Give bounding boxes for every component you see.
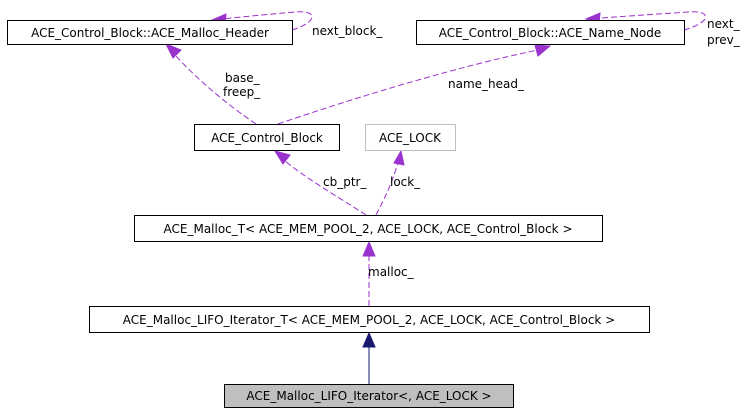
node-control-block[interactable]: ACE_Control_Block: [194, 124, 340, 151]
node-lifo-iterator: ACE_Malloc_LIFO_Iterator<, ACE_LOCK >: [224, 384, 514, 408]
edge-lock: [375, 149, 405, 216]
node-lifo-iterator-t-label: ACE_Malloc_LIFO_Iterator_T< ACE_MEM_POOL…: [123, 313, 615, 327]
node-malloc-t[interactable]: ACE_Malloc_T< ACE_MEM_POOL_2, ACE_LOCK, …: [134, 215, 603, 242]
node-malloc-header-label: ACE_Control_Block::ACE_Malloc_Header: [31, 26, 269, 40]
node-malloc-t-label: ACE_Malloc_T< ACE_MEM_POOL_2, ACE_LOCK, …: [164, 222, 573, 236]
node-ace-lock: ACE_LOCK: [365, 124, 456, 151]
label-malloc: malloc_: [368, 265, 415, 279]
label-prev: prev_: [707, 33, 741, 47]
label-base: base_: [225, 71, 261, 85]
node-control-block-label: ACE_Control_Block: [211, 131, 323, 145]
label-name-head: name_head_: [448, 77, 525, 91]
node-name-node[interactable]: ACE_Control_Block::ACE_Name_Node: [416, 20, 685, 45]
node-malloc-header[interactable]: ACE_Control_Block::ACE_Malloc_Header: [7, 20, 293, 45]
node-ace-lock-label: ACE_LOCK: [379, 131, 442, 145]
edge-inheritance: [362, 331, 376, 384]
node-name-node-label: ACE_Control_Block::ACE_Name_Node: [439, 26, 662, 40]
label-freep: freep_: [223, 85, 261, 99]
edge-base-freep: [164, 43, 257, 125]
edge-malloc: [362, 240, 376, 306]
label-next-block: next_block_: [312, 24, 383, 38]
label-cb-ptr: cb_ptr_: [323, 175, 367, 189]
edge-name-head: [277, 44, 552, 125]
label-lock: lock_: [390, 175, 421, 189]
edge-cb-ptr: [273, 150, 367, 216]
node-lifo-iterator-label: ACE_Malloc_LIFO_Iterator<, ACE_LOCK >: [246, 389, 491, 403]
node-lifo-iterator-t[interactable]: ACE_Malloc_LIFO_Iterator_T< ACE_MEM_POOL…: [89, 306, 650, 333]
label-next: next_: [707, 17, 741, 31]
